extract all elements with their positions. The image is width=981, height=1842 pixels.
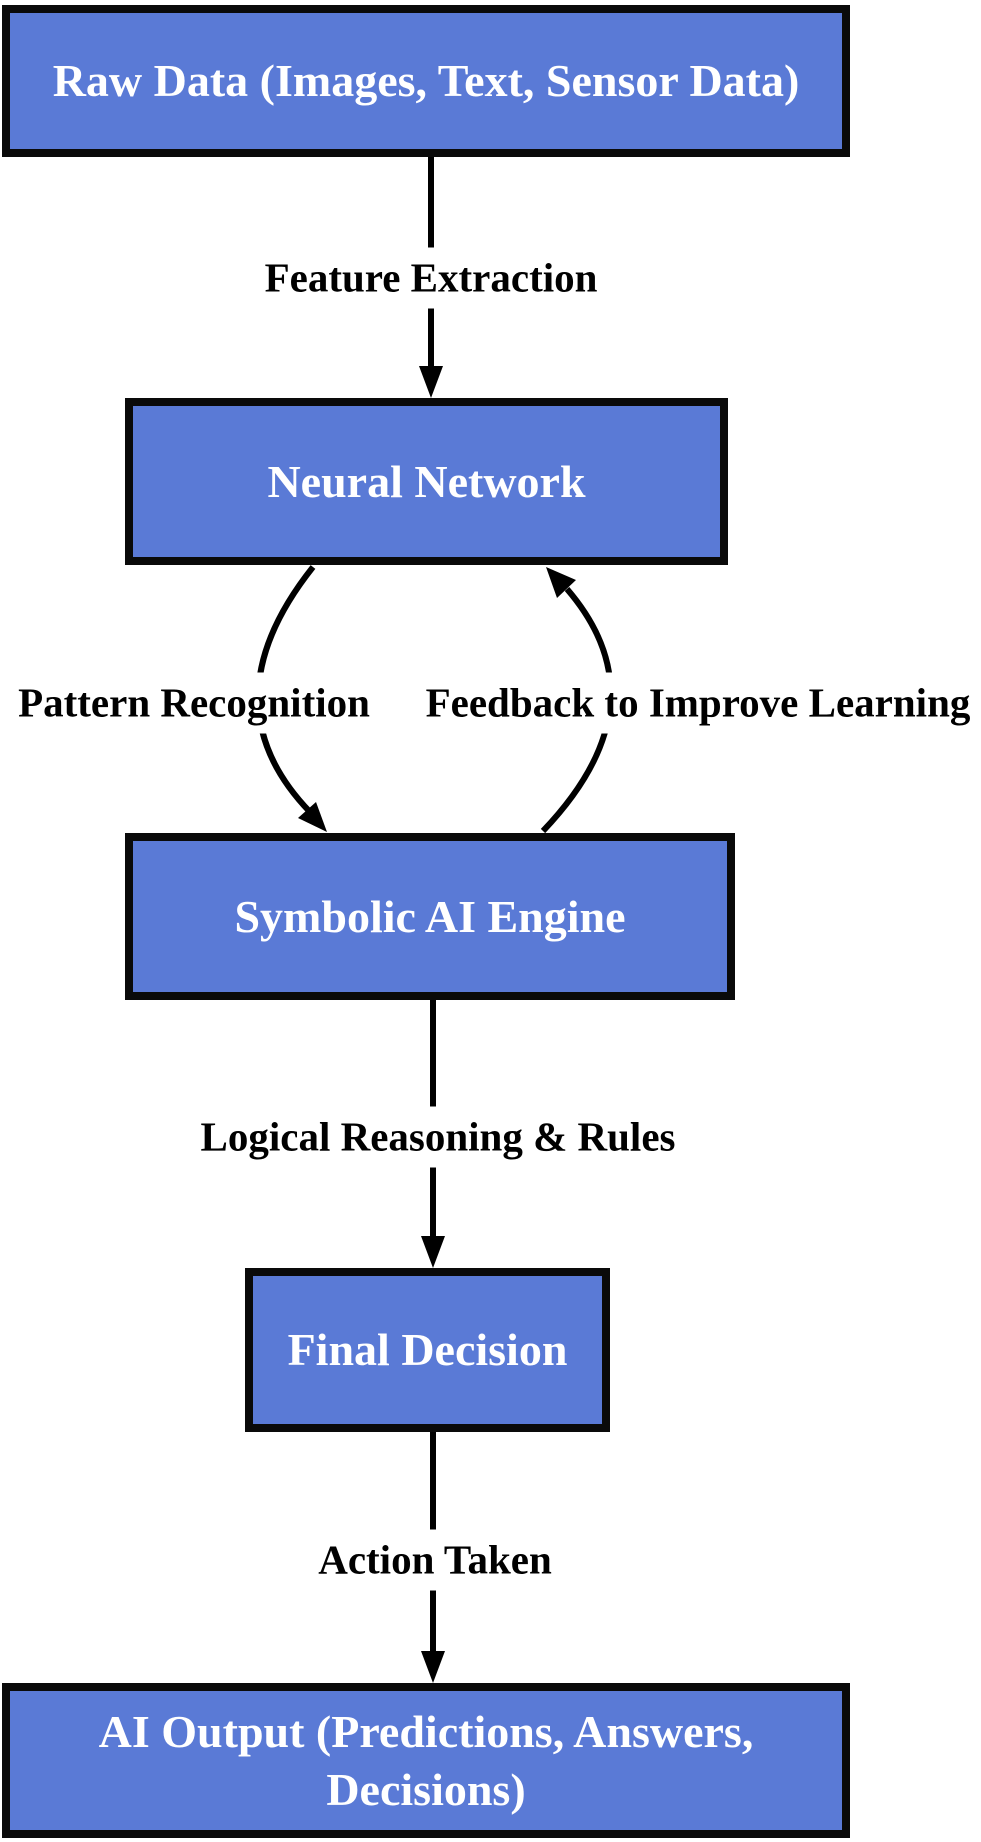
node-symbolic-ai-engine-label: Symbolic AI Engine xyxy=(234,890,626,942)
node-raw-data: Raw Data (Images, Text, Sensor Data) xyxy=(2,5,850,157)
edge-label-action-taken: Action Taken xyxy=(312,1529,558,1591)
arrowhead-down-icon xyxy=(419,366,443,398)
node-ai-output: AI Output (Predictions, Answers, Decisio… xyxy=(2,1683,850,1838)
node-final-decision-label: Final Decision xyxy=(287,1324,568,1376)
node-neural-network: Neural Network xyxy=(125,398,728,565)
node-final-decision: Final Decision xyxy=(245,1268,610,1432)
edge-label-feedback-to-improve-learning: Feedback to Improve Learning xyxy=(419,672,977,734)
arrowhead-up-left-icon xyxy=(546,567,576,598)
edge-label-logical-reasoning-rules: Logical Reasoning & Rules xyxy=(194,1106,682,1168)
node-symbolic-ai-engine: Symbolic AI Engine xyxy=(125,833,735,1000)
node-ai-output-label: AI Output (Predictions, Answers, Decisio… xyxy=(98,1706,754,1815)
node-neural-network-label: Neural Network xyxy=(267,455,586,507)
arrowhead-down-icon xyxy=(421,1651,445,1683)
edge-label-pattern-recognition: Pattern Recognition xyxy=(12,672,376,734)
edge-label-feature-extraction: Feature Extraction xyxy=(258,247,604,309)
arrowhead-down-right-icon xyxy=(298,802,327,832)
arrowhead-down-icon xyxy=(421,1236,445,1268)
node-raw-data-label: Raw Data (Images, Text, Sensor Data) xyxy=(52,55,800,107)
